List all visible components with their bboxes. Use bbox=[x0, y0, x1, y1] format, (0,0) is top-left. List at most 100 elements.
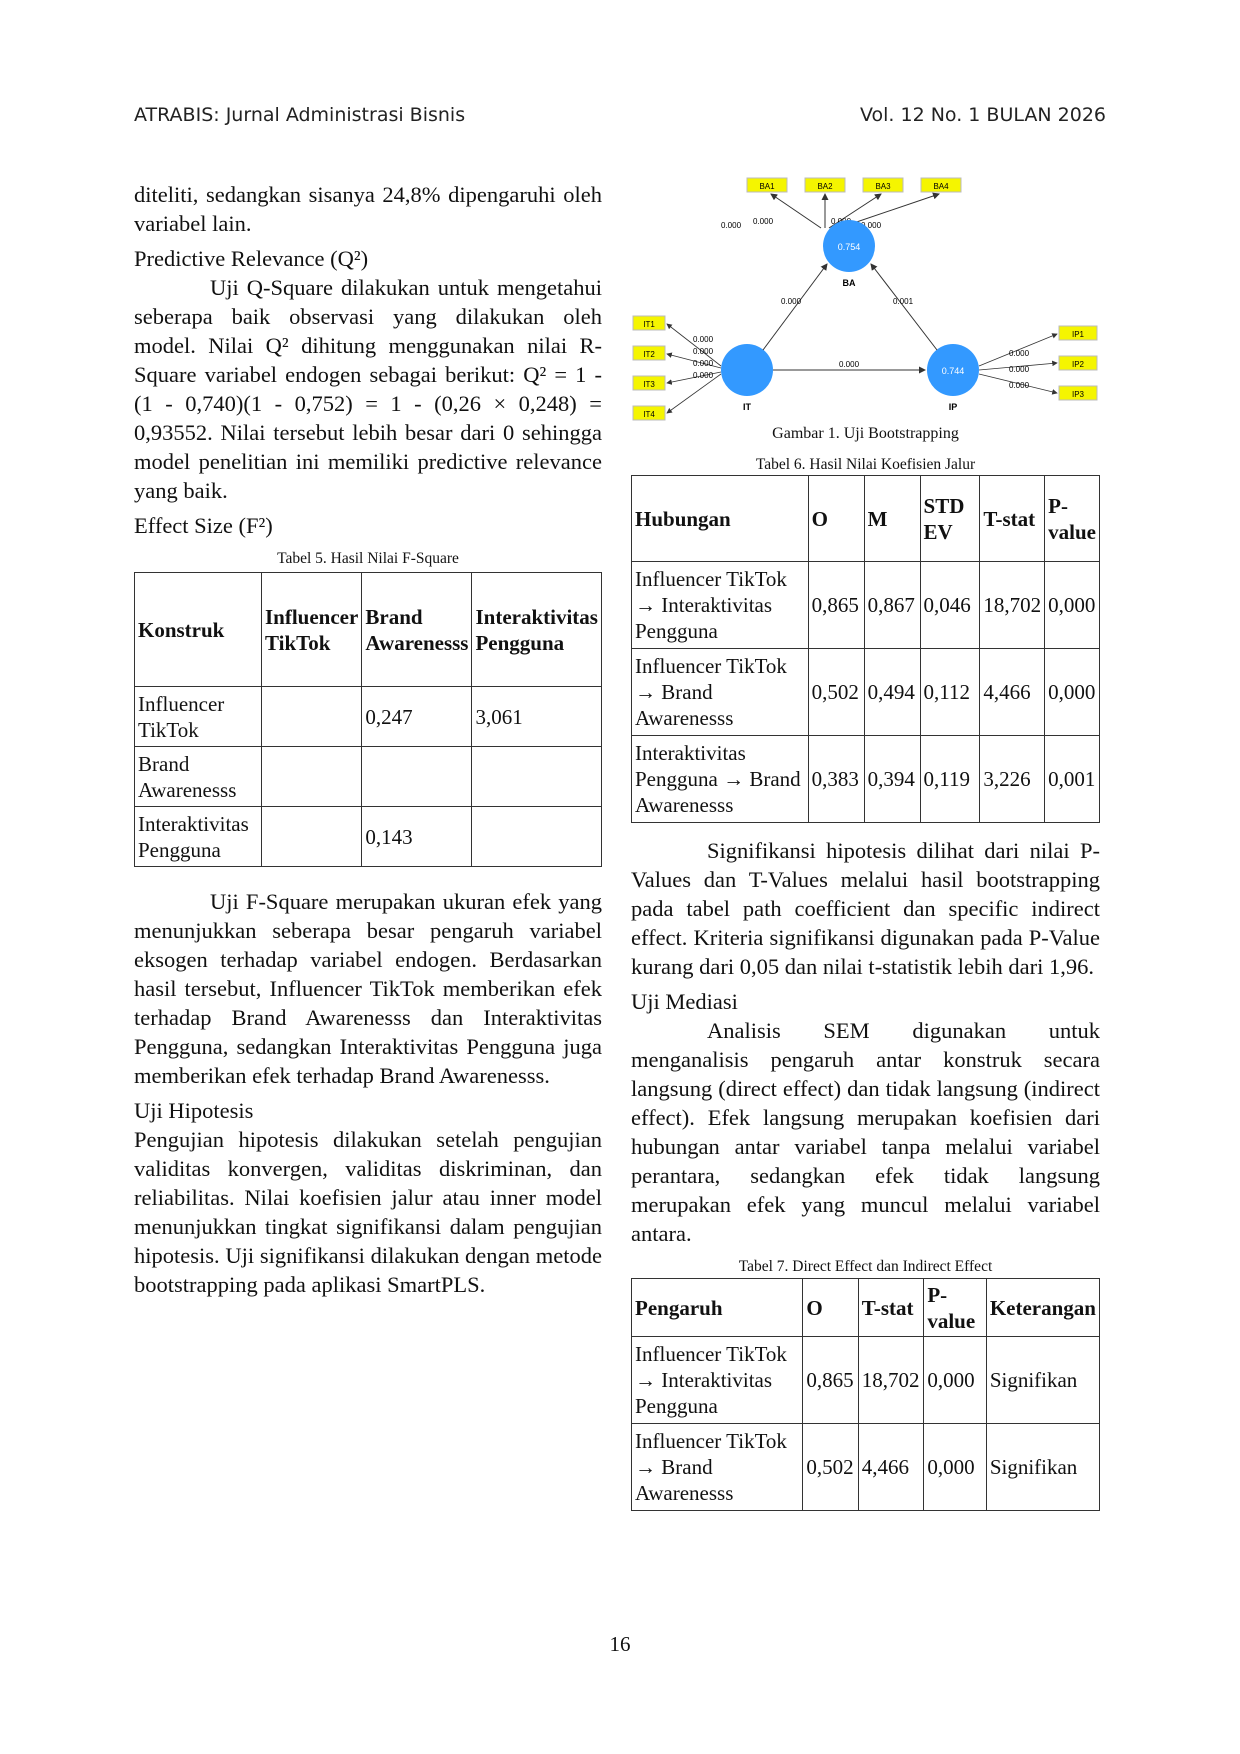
indicator-label: IP1 bbox=[1072, 330, 1085, 339]
table6-header: T-stat bbox=[979, 475, 1046, 562]
table6-header: Hubungan bbox=[631, 475, 809, 562]
table-cell: Interaktivitas Pengguna → Brand Awarenes… bbox=[631, 735, 809, 823]
table-cell: Influencer TikTok → Brand Awarenesss bbox=[630, 1423, 804, 1511]
f2-paragraph: Uji F-Square merupakan ukuran efek yang … bbox=[134, 889, 602, 1088]
ip-node bbox=[927, 344, 979, 396]
table7-header: O bbox=[802, 1278, 859, 1337]
table-cell: 0,143 bbox=[361, 806, 473, 867]
table-cell bbox=[260, 806, 363, 867]
volume-info: Vol. 12 No. 1 BULAN 2026 bbox=[860, 104, 1106, 126]
table-cell: Influencer TikTok → Brand Awarenesss bbox=[631, 648, 809, 736]
table7-header: T-stat bbox=[857, 1278, 925, 1337]
indicator-label: IP2 bbox=[1072, 360, 1085, 369]
table-row: Brand Awarenesss bbox=[134, 746, 602, 807]
hypothesis-heading: Uji Hipotesis bbox=[134, 1098, 254, 1123]
table-cell: Influencer TikTok → Interaktivitas Pengg… bbox=[630, 1336, 804, 1424]
table-cell: 0,865 bbox=[802, 1336, 859, 1424]
ba-node bbox=[823, 220, 875, 272]
journal-title: ATRABIS: Jurnal Administrasi Bisnis bbox=[134, 104, 466, 126]
table-cell: 3,226 bbox=[979, 735, 1046, 823]
table-row: Interaktivitas Pengguna 0,143 bbox=[134, 806, 602, 867]
table-cell: Brand Awarenesss bbox=[134, 746, 262, 807]
table-cell: Signifikan bbox=[985, 1336, 1101, 1424]
path-it-ip-value: 0.000 bbox=[839, 360, 860, 369]
indicator-label: IT4 bbox=[643, 410, 655, 419]
ip-label: IP bbox=[949, 402, 958, 412]
table-cell: 0,112 bbox=[919, 648, 981, 736]
table-cell: 0,247 bbox=[361, 686, 473, 747]
table-cell: 0,000 bbox=[923, 1336, 987, 1424]
table-cell: 0,000 bbox=[1044, 561, 1100, 649]
page-number: 16 bbox=[609, 1632, 631, 1656]
table5-header: Konstruk bbox=[134, 572, 262, 687]
indicator-label: IP3 bbox=[1072, 390, 1085, 399]
mediation-heading: Uji Mediasi bbox=[631, 989, 738, 1014]
table6: Hubungan O M STD EV T-stat P-value Influ… bbox=[631, 475, 1100, 823]
loading-value: 0.000 bbox=[861, 221, 882, 230]
indicator-box bbox=[746, 177, 788, 193]
table-cell: Influencer TikTok → Interaktivitas Pengg… bbox=[631, 561, 809, 649]
table-cell bbox=[361, 746, 473, 807]
table-cell: 0,865 bbox=[807, 561, 865, 649]
mediation-paragraph: Analisis SEM digunakan untuk menganalisi… bbox=[631, 1018, 1100, 1246]
table-cell: 0,867 bbox=[863, 561, 921, 649]
indicator-label: BA3 bbox=[875, 182, 891, 191]
table-row: Influencer TikTok → Interaktivitas Pengg… bbox=[631, 561, 1100, 649]
table7: Pengaruh O T-stat P-value Keterangan Inf… bbox=[630, 1278, 1101, 1511]
right-column: Signifikansi hipotesis dilihat dari nila… bbox=[630, 836, 1101, 1511]
indicator-box bbox=[1058, 325, 1098, 341]
loading-value: 0.000 bbox=[693, 347, 714, 356]
path-ip-ba-value: 0.001 bbox=[893, 297, 914, 306]
loading-value: 0.000 bbox=[1009, 381, 1030, 390]
table7-caption: Tabel 7. Direct Effect dan Indirect Effe… bbox=[738, 1258, 993, 1275]
table-row: Influencer TikTok → Brand Awarenesss 0,5… bbox=[631, 648, 1100, 736]
indicator-box bbox=[632, 405, 666, 421]
path-it-ba-value: 0.000 bbox=[781, 297, 802, 306]
table5-header: Influencer TikTok bbox=[260, 572, 363, 687]
table-cell bbox=[260, 746, 363, 807]
table5: Konstruk Influencer TikTok Brand Awarene… bbox=[134, 572, 602, 867]
indicator-label: IT2 bbox=[643, 350, 655, 359]
indicator-label: BA4 bbox=[933, 182, 949, 191]
table6-header: M bbox=[863, 475, 921, 562]
indicator-box bbox=[920, 177, 962, 193]
bootstrapping-diagram: BA1 BA2 BA3 BA4 0.000 0.000 0.000 0.000 … bbox=[632, 177, 1098, 421]
table7-header: Keterangan bbox=[985, 1278, 1101, 1337]
table-cell bbox=[471, 746, 602, 807]
indicator-box bbox=[1058, 355, 1098, 371]
q2-paragraph: Uji Q-Square dilakukan untuk mengetahui … bbox=[134, 275, 602, 503]
loading-value: 0.000 bbox=[693, 359, 714, 368]
ba-indicators: BA1 BA2 BA3 BA4 bbox=[746, 177, 962, 193]
table-cell: Influencer TikTok bbox=[134, 686, 262, 747]
intro-paragraph: diteliti, sedangkan sisanya 24,8% dipeng… bbox=[134, 182, 602, 236]
significance-paragraph: Signifikansi hipotesis dilihat dari nila… bbox=[631, 838, 1100, 979]
table-cell: 0,494 bbox=[863, 648, 921, 736]
table-cell: Interaktivitas Pengguna bbox=[134, 806, 262, 867]
table-cell: 0,000 bbox=[923, 1423, 987, 1511]
table-cell: 0,502 bbox=[802, 1423, 859, 1511]
table-row: Interaktivitas Pengguna → Brand Awarenes… bbox=[631, 735, 1100, 823]
indicator-label: IT3 bbox=[643, 380, 655, 389]
ba-label: BA bbox=[843, 278, 856, 288]
indicator-box bbox=[862, 177, 904, 193]
table-cell: 0,000 bbox=[1044, 648, 1100, 736]
table-cell: 3,061 bbox=[471, 686, 602, 747]
table6-header: STD EV bbox=[919, 475, 981, 562]
table-cell bbox=[471, 806, 602, 867]
table5-header: Interaktivitas Pengguna bbox=[471, 572, 602, 687]
table7-header: P-value bbox=[923, 1278, 987, 1337]
q2-heading: Predictive Relevance (Q²) bbox=[134, 246, 369, 271]
table-row: Influencer TikTok → Brand Awarenesss 0,5… bbox=[630, 1423, 1101, 1511]
indicator-label: BA2 bbox=[817, 182, 833, 191]
loading-value: 0.000 bbox=[1009, 365, 1030, 374]
table5-header: Brand Awarenesss bbox=[361, 572, 473, 687]
indicator-label: IT1 bbox=[643, 320, 655, 329]
indicator-box bbox=[1058, 385, 1098, 401]
loading-value: 0.000 bbox=[693, 335, 714, 344]
left-column: diteliti, sedangkan sisanya 24,8% dipeng… bbox=[134, 180, 602, 1299]
table-row: Influencer TikTok 0,247 3,061 bbox=[134, 686, 602, 747]
indicator-box bbox=[632, 375, 666, 391]
indicator-label: BA1 bbox=[759, 182, 775, 191]
table6-caption: Tabel 6. Hasil Nilai Koefisien Jalur bbox=[755, 456, 976, 473]
ba-r2-value: 0.754 bbox=[838, 242, 861, 252]
